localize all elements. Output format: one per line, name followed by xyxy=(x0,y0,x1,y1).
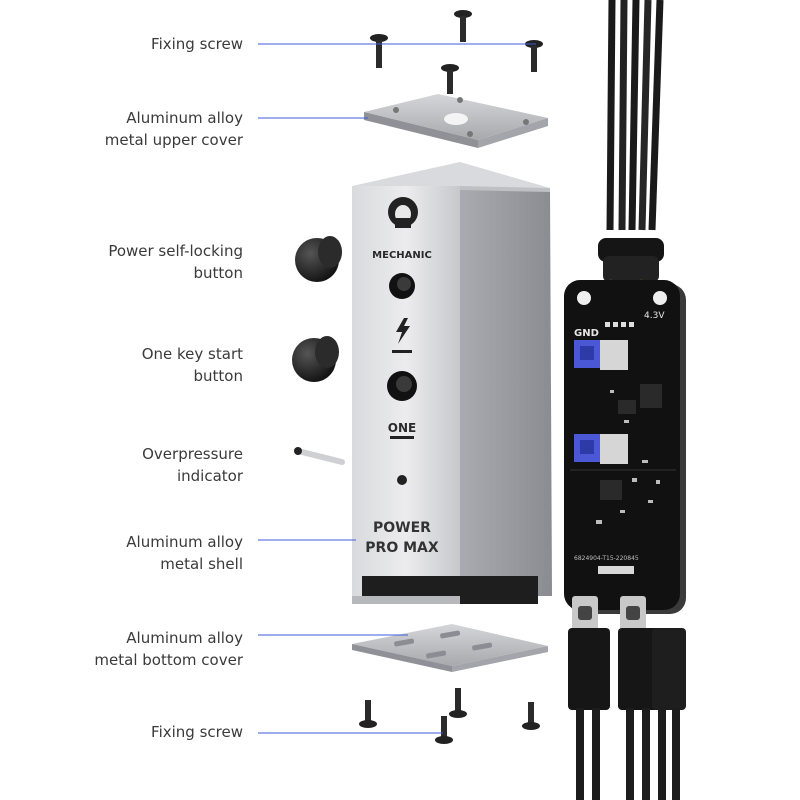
cable-plugs xyxy=(568,628,686,800)
callout-one-key-button: One key start button xyxy=(141,345,243,385)
callout-fixing-screw-top: Fixing screw xyxy=(151,35,243,53)
one-key-knob xyxy=(292,336,339,382)
metal-shell: MECHANIC ONE POWER PRO MAX xyxy=(352,162,552,604)
pcb-voltage-label: 4.3V xyxy=(644,311,665,321)
brand-label: MECHANIC xyxy=(372,250,432,261)
model-line-1: POWER xyxy=(373,520,431,536)
screw-icon xyxy=(370,10,543,94)
callout-fixing-screw-bottom: Fixing screw xyxy=(151,723,243,741)
callout-bottom-cover: Aluminum alloy metal bottom cover xyxy=(94,629,243,669)
model-line-2: PRO MAX xyxy=(365,540,439,556)
cable-bundle xyxy=(598,0,664,301)
bottom-cover xyxy=(352,624,548,672)
pcb-board: GND 4.3V 682490 xyxy=(564,280,686,632)
callout-metal-shell: Aluminum alloy metal shell xyxy=(126,533,243,573)
pcb-board-code: 6824904-T15-220845 xyxy=(574,555,639,562)
overpressure-light-pipe xyxy=(294,447,345,465)
screw-icon-bottom xyxy=(359,688,540,744)
indicator-hole xyxy=(397,475,407,485)
callout-lines xyxy=(258,43,536,734)
callout-overpressure-indicator: Overpressure indicator xyxy=(142,445,243,485)
callout-self-locking-button: Power self-locking button xyxy=(108,242,243,282)
callout-upper-cover: Aluminum alloy metal upper cover xyxy=(104,109,243,149)
pcb-gnd-label: GND xyxy=(574,328,599,339)
upper-cover xyxy=(364,94,548,148)
self-locking-knob xyxy=(295,236,342,282)
lightning-icon xyxy=(396,318,410,344)
one-mark-label: ONE xyxy=(388,421,416,435)
